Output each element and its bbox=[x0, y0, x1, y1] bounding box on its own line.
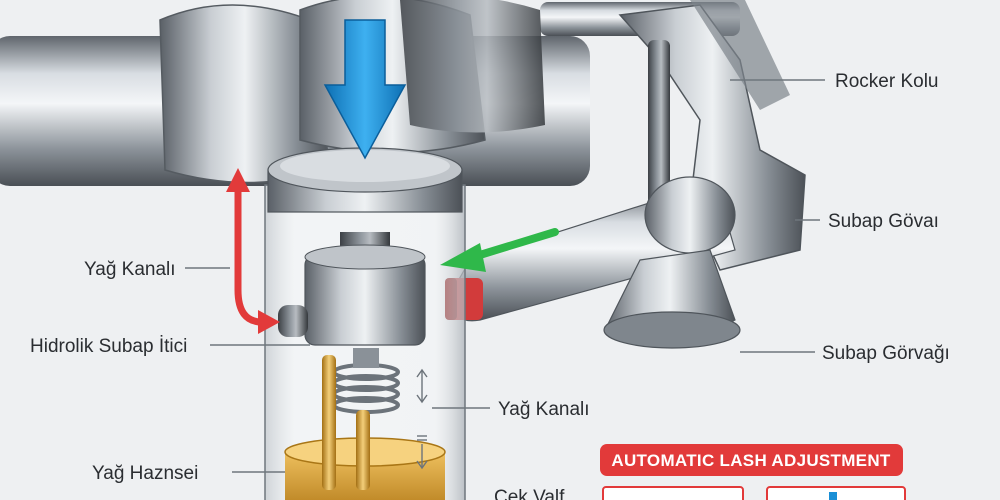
lash-panel-left bbox=[602, 486, 744, 500]
lash-adjustment-badge bbox=[600, 444, 903, 476]
label-valve-head: Subap Görvağı bbox=[822, 343, 950, 364]
valve-assembly bbox=[445, 176, 741, 349]
oil-flow-arrow-red bbox=[234, 184, 266, 326]
lash-gauge-bar bbox=[829, 492, 837, 500]
lash-adjustment-panel: AUTOMATIC LASH ADJUSTMENT bbox=[600, 444, 906, 500]
travel-indicator bbox=[416, 368, 428, 470]
label-valve-stem: Subap Gövaı bbox=[828, 211, 939, 232]
leader-lines bbox=[185, 79, 825, 473]
label-hydraulic-lifter: Hidrolik Subap İtici bbox=[30, 336, 187, 357]
oil-flow-arrow-green bbox=[440, 228, 559, 272]
pressure-arrow-blue bbox=[323, 19, 407, 160]
oil-flow-arrowhead-right bbox=[258, 310, 280, 334]
rocker-arm bbox=[618, 0, 806, 271]
lifter-housing bbox=[264, 147, 466, 500]
label-check-valve: Çek Valf bbox=[494, 487, 565, 500]
label-oil-channel-left: Yağ Kanalı bbox=[84, 259, 176, 280]
label-oil-channel-right: Yağ Kanalı bbox=[498, 399, 590, 420]
oil-flow-arrowhead-top bbox=[226, 168, 250, 192]
lash-adjustment-title: AUTOMATIC LASH ADJUSTMENT bbox=[611, 451, 890, 470]
label-rocker-arm: Rocker Kolu bbox=[835, 71, 939, 92]
label-oil-reservoir: Yağ Haznsei bbox=[92, 463, 198, 484]
